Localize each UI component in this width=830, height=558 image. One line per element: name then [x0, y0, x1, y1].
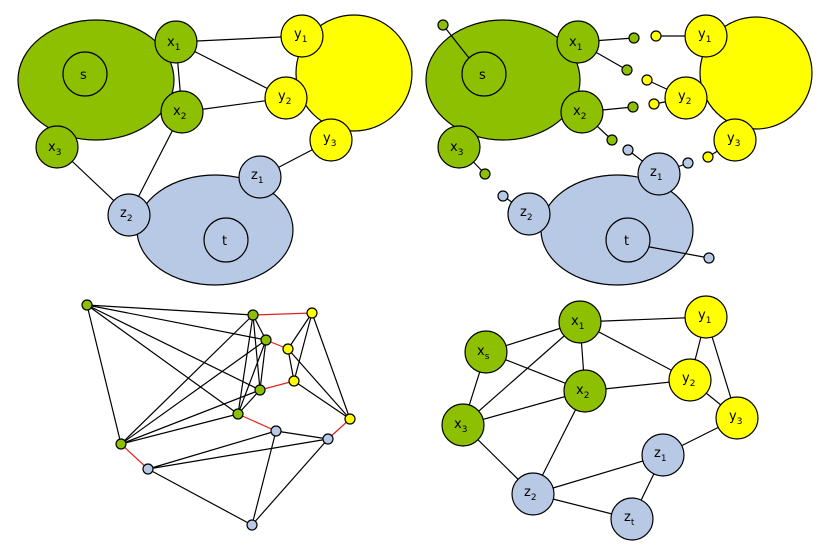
node-s	[62, 51, 108, 97]
node-x2	[563, 369, 607, 413]
node-x2	[560, 90, 604, 134]
node-zt	[610, 497, 654, 541]
node-x1	[154, 20, 198, 64]
panel-split-graph: s x1 x2 x3 y1 y2 y3 z1 z2 t	[425, 14, 813, 286]
node-x2	[160, 90, 204, 134]
label-y2: y2	[678, 89, 691, 107]
endpoint-dots	[437, 19, 715, 264]
node-y2	[668, 358, 712, 402]
node-x1	[556, 20, 600, 64]
region-t-yellow	[699, 16, 813, 130]
label-z2: z2	[520, 205, 533, 223]
node-y1	[684, 295, 728, 339]
label-y1: y1	[698, 27, 711, 45]
label-x1: x1	[167, 35, 180, 53]
small-nodes	[81, 299, 356, 531]
node-y3	[309, 118, 353, 162]
node-y1	[684, 14, 728, 58]
label-s: s	[80, 68, 87, 83]
label-x1: x1	[569, 35, 582, 53]
label-y1: y1	[294, 27, 307, 45]
label-xs: xs	[477, 344, 490, 362]
node-y2	[664, 76, 708, 120]
label-x1: x1	[571, 314, 584, 332]
node-x3	[441, 403, 485, 447]
node-s	[461, 51, 507, 97]
label-x3: x3	[48, 140, 61, 158]
node-z2	[511, 472, 555, 516]
label-t: t	[222, 234, 227, 249]
node-y2	[264, 76, 308, 120]
node-y3	[715, 396, 759, 440]
region-t-yellow	[295, 14, 413, 132]
label-z2: z2	[524, 485, 537, 503]
node-xs	[464, 330, 508, 374]
label-x3: x3	[454, 417, 467, 435]
node-y3	[713, 118, 757, 162]
node-t	[605, 217, 651, 263]
node-z1	[637, 152, 681, 196]
node-z1	[238, 155, 282, 199]
label-y3: y3	[727, 131, 740, 149]
label-y3: y3	[729, 409, 742, 427]
label-s: s	[479, 68, 486, 83]
node-z2	[507, 192, 551, 236]
panel-original-graph: s x1 x2 x3 y1 y2 y3 z1 z2 t	[17, 14, 413, 286]
label-y2: y2	[682, 371, 695, 389]
node-z2	[107, 193, 151, 237]
node-x3	[35, 125, 79, 169]
label-z1: z1	[654, 446, 667, 464]
red-cut-edges	[120, 312, 351, 470]
node-x3	[437, 125, 481, 169]
label-zt: zt	[624, 510, 635, 528]
node-z1	[641, 433, 685, 477]
node-y1	[280, 14, 324, 58]
black-edges	[86, 304, 351, 526]
node-t	[203, 217, 249, 263]
label-x2: x2	[576, 383, 589, 401]
label-z1: z1	[251, 168, 264, 186]
label-y2: y2	[278, 89, 291, 107]
label-x2: x2	[173, 104, 186, 122]
label-y3: y3	[323, 131, 336, 149]
label-t: t	[624, 234, 629, 249]
label-y1: y1	[698, 308, 711, 326]
panel-cut-graph	[81, 299, 356, 531]
node-x1	[558, 300, 602, 344]
label-x2: x2	[573, 104, 586, 122]
panel-contracted-graph: x1 xs x2 x3 y1 y2 y3 z1 z2 zt	[441, 295, 759, 541]
label-z2: z2	[120, 206, 133, 224]
label-x3: x3	[450, 140, 463, 158]
label-z1: z1	[650, 165, 663, 183]
